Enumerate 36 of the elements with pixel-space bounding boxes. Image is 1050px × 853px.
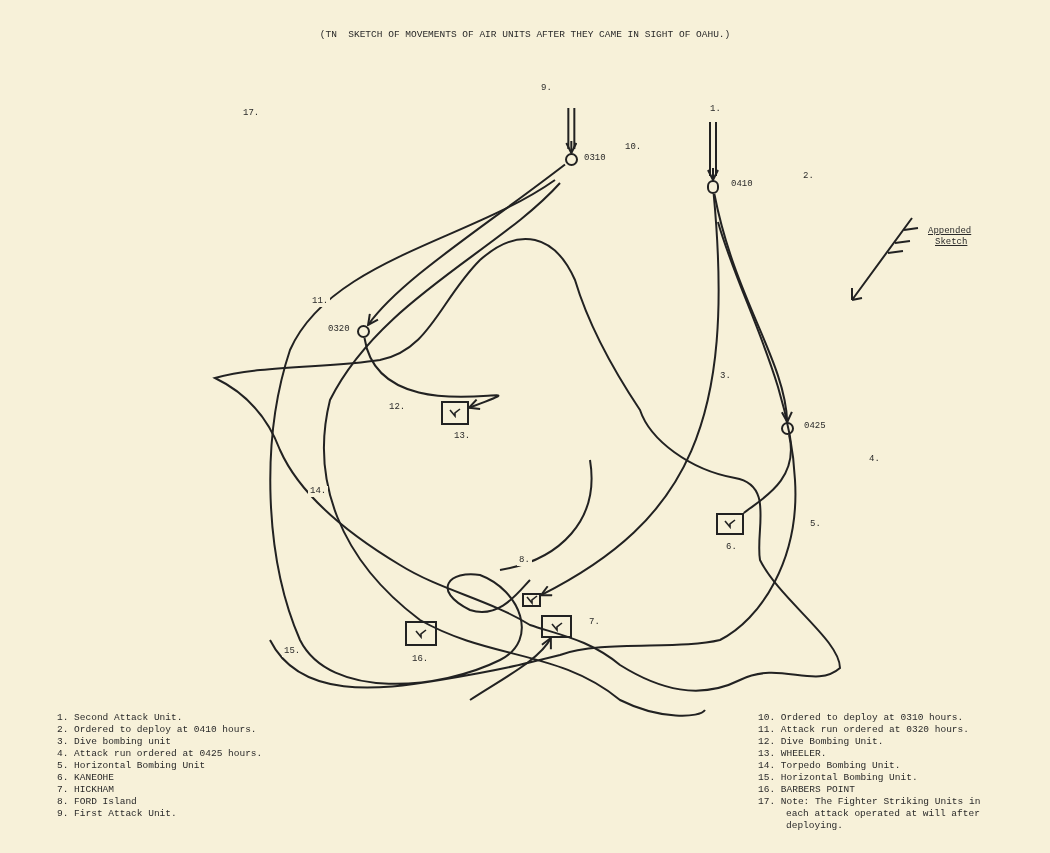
callout-number: 1. — [710, 104, 724, 115]
flight-path-arrow — [713, 193, 793, 423]
legend-entry: 5. Horizontal Bombing Unit — [57, 760, 207, 772]
diagram-title: (TN SKETCH OF MOVEMENTS OF AIR UNITS AFTER THEY CAME IN SIGHT OF OAHU.) — [318, 28, 732, 42]
airfield-marker — [541, 615, 572, 638]
flight-path-arrow — [367, 163, 566, 326]
callout-number: 9. — [541, 83, 555, 94]
legend-entry: 16. BARBERS POINT — [758, 784, 856, 796]
flight-path-arrow — [565, 107, 578, 154]
legend-entry: 14. Torpedo Bombing Unit. — [758, 760, 902, 772]
legend-entry: 4. Attack run ordered at 0425 hours. — [57, 748, 264, 760]
legend-entry: 15. Horizontal Bombing Unit. — [758, 772, 919, 784]
legend-entry: 9. First Attack Unit. — [57, 808, 178, 820]
legend-entry: 2. Ordered to deploy at 0410 hours. — [57, 724, 258, 736]
airfield-marker — [405, 621, 437, 646]
legend-entry: 1. Second Attack Unit. — [57, 712, 184, 724]
legend-entry: 7. HICKHAM — [57, 784, 115, 796]
callout-number: 14. — [308, 486, 329, 497]
callout-number: 11. — [310, 296, 331, 307]
sketch-note: Appended — [926, 226, 974, 237]
airfield-marker — [716, 513, 744, 535]
airfield-marker — [441, 401, 469, 425]
legend-entry: 3. Dive bombing unit — [57, 736, 173, 748]
flight-path-arrow — [363, 337, 499, 410]
flight-path-arrow — [469, 637, 552, 701]
legend-entry: 12. Dive Bombing Unit. — [758, 736, 885, 748]
flight-path-arrow — [540, 193, 720, 597]
sketch-note: Sketch — [933, 237, 970, 248]
legend-entry: 11. Attack run ordered at 0320 hours. — [758, 724, 970, 736]
flight-path-arrow — [707, 121, 719, 181]
legend-entry: 6. KANEOHE — [57, 772, 115, 784]
legend-entry: 17. Note: The Fighter Striking Units in each attack operated at will after deploying. — [758, 796, 982, 832]
legend-entry: 13. WHEELER. — [758, 748, 828, 760]
legend-entry: 10. Ordered to deploy at 0310 hours. — [758, 712, 965, 724]
legend-entry: 8. FORD Island — [57, 796, 138, 808]
callout-number: 8. — [517, 555, 532, 566]
